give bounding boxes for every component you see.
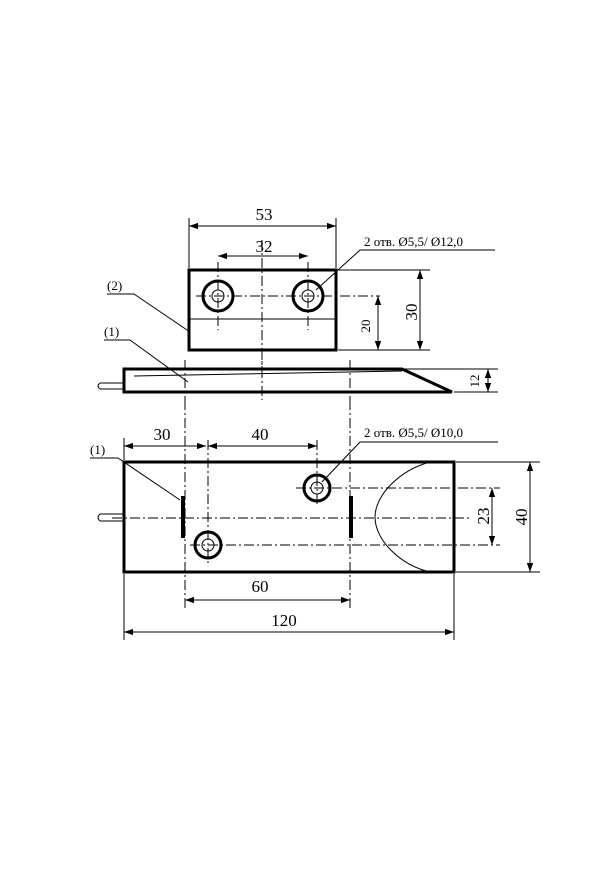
bottom-hole-note: 2 отв. Ø5,5/ Ø10,0 [364,425,463,440]
dim-60-text: 60 [252,577,269,596]
bottom-part-label: (1) [90,442,105,457]
dim-23-text: 23 [474,508,493,525]
dim-40-text: 40 [252,425,269,444]
side-part-label: (1) [104,324,119,339]
dim-30-text: 30 [402,304,421,321]
top-hole-note-leader [315,249,361,291]
top-view: 53 32 30 20 2 отв. Ø5,5/ Ø12,0 (2) [107,205,495,370]
bottom-view-arc [374,461,452,573]
top-part-label-leader [133,293,191,333]
left-slot [181,496,185,538]
dim-120-text: 120 [271,611,297,630]
dim-20-text: 20 [358,320,373,333]
side-part-label-leader [129,339,189,383]
top-hole-note: 2 отв. Ø5,5/ Ø12,0 [364,234,463,249]
bottom-part-label-leader [117,457,181,501]
side-view: 12 (1) [97,324,498,400]
right-slot [349,496,353,538]
dim-40r-text: 40 [512,509,531,526]
bottom-hole-note-leader [321,441,361,483]
dim-12-text: 12 [467,375,482,388]
dim-53-text: 53 [256,205,273,224]
bottom-view: 30 40 60 120 23 40 2 отв. Ø5,5/ Ø10,0 (1… [90,400,540,640]
side-view-body [122,367,453,394]
dim-32-text: 32 [256,237,273,256]
dim-30b-text: 30 [154,425,171,444]
top-part-label: (2) [107,278,122,293]
bottom-view-body [122,460,456,574]
